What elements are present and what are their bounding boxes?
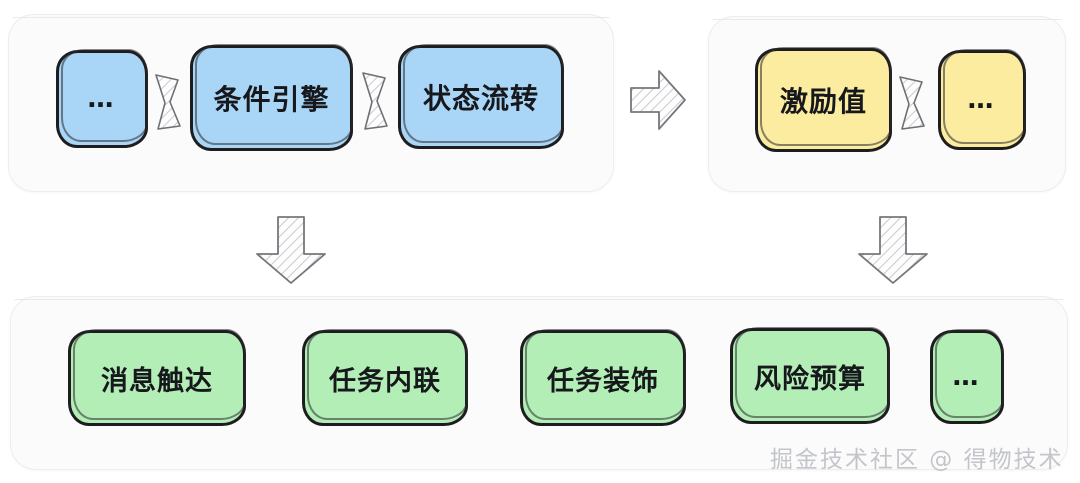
watermark: 掘金技术社区 @ 得物技术 (770, 447, 1064, 473)
node-yellow-ellipsis[interactable]: … (938, 49, 1026, 150)
node-label: 条件引擎 (213, 83, 330, 116)
node-label: 任务装饰 (547, 365, 659, 397)
node-incentive-value[interactable]: 激励值 (755, 47, 892, 152)
node-condition-engine[interactable]: 条件引擎 (190, 44, 353, 151)
node-label: 消息触达 (101, 365, 213, 397)
arrow-down-icon (256, 216, 326, 284)
node-label: … (967, 85, 997, 115)
node-label: … (952, 362, 982, 392)
node-risk-budget[interactable]: 风险预算 (730, 327, 890, 424)
node-label: 状态流转 (422, 82, 539, 115)
node-label: 激励值 (779, 85, 867, 118)
node-blue-ellipsis[interactable]: … (56, 49, 148, 148)
node-state-transition[interactable]: 状态流转 (398, 44, 564, 149)
node-message-reach[interactable]: 消息触达 (68, 329, 246, 426)
arrow-down-icon (858, 216, 928, 284)
node-label: 任务内联 (329, 365, 441, 397)
node-label: 风险预算 (754, 363, 866, 395)
arrow-right-icon (630, 70, 686, 130)
node-green-ellipsis[interactable]: … (930, 329, 1004, 424)
node-label: … (87, 84, 117, 114)
node-task-inline[interactable]: 任务内联 (302, 329, 468, 426)
node-task-decoration[interactable]: 任务装饰 (520, 329, 686, 426)
